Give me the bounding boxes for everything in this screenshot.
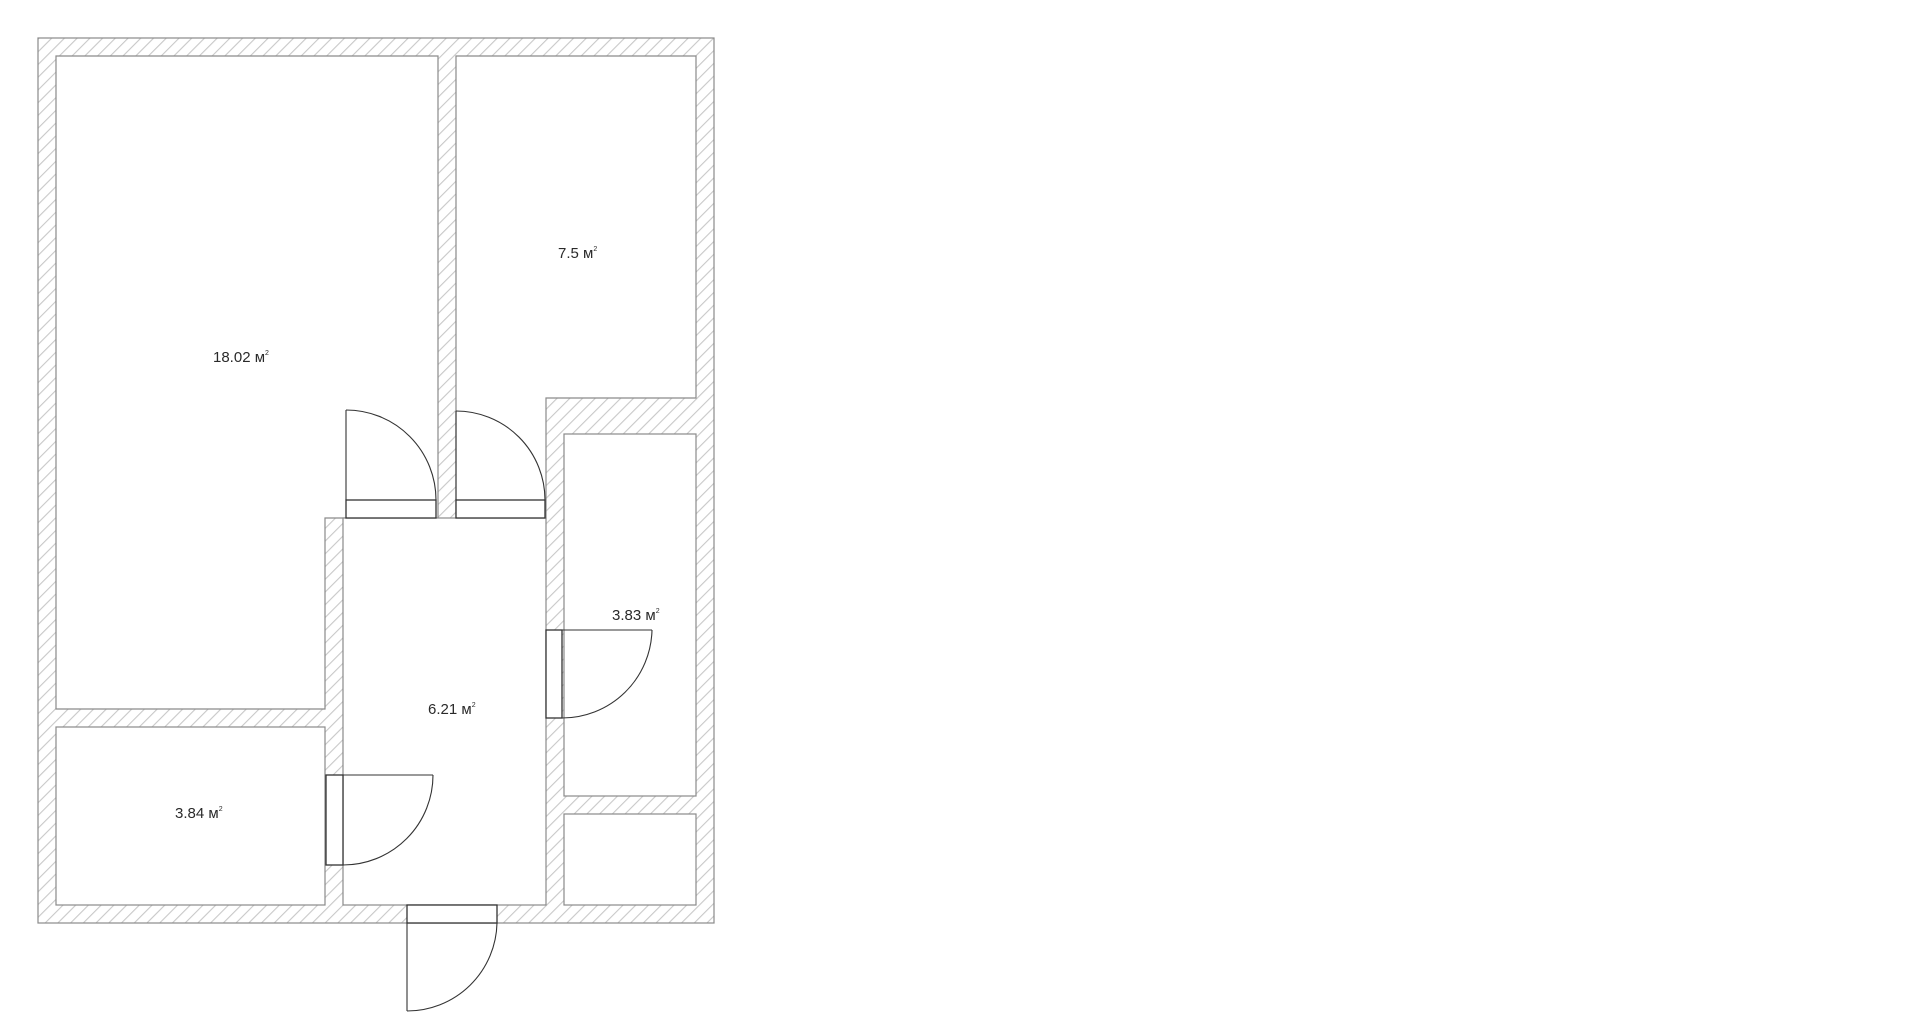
door-bedroom xyxy=(455,410,546,519)
rooms xyxy=(55,55,697,906)
door-living-room xyxy=(345,409,437,519)
door-swing-arc xyxy=(561,629,653,719)
room-bathroom xyxy=(563,433,697,797)
doors xyxy=(325,409,653,1012)
area-label-hallway: 6.21 м2 xyxy=(428,701,476,718)
area-label-bathroom: 3.83 м2 xyxy=(612,607,660,624)
door-kitchen xyxy=(325,774,434,866)
area-label-living-room: 18.02 м2 xyxy=(213,349,269,366)
room-storage xyxy=(563,813,697,906)
area-label-kitchen: 3.84 м2 xyxy=(175,805,223,822)
door-swing-arc xyxy=(406,922,498,1012)
room-living-room xyxy=(55,55,439,710)
door-swing-arc xyxy=(345,409,437,501)
room-kitchen xyxy=(55,726,326,906)
door-swing-arc xyxy=(455,410,546,501)
door-opening xyxy=(406,904,498,924)
door-opening xyxy=(325,774,344,866)
door-bathroom xyxy=(545,629,653,719)
room-labels: 18.02 м2 7.5 м2 3.83 м2 6.21 м2 3.84 м2 xyxy=(175,245,660,822)
area-label-bedroom: 7.5 м2 xyxy=(558,245,597,262)
door-opening xyxy=(345,499,437,519)
door-entrance xyxy=(406,904,498,1012)
door-swing-arc xyxy=(342,774,434,866)
door-opening xyxy=(455,499,546,519)
door-opening xyxy=(545,629,563,719)
